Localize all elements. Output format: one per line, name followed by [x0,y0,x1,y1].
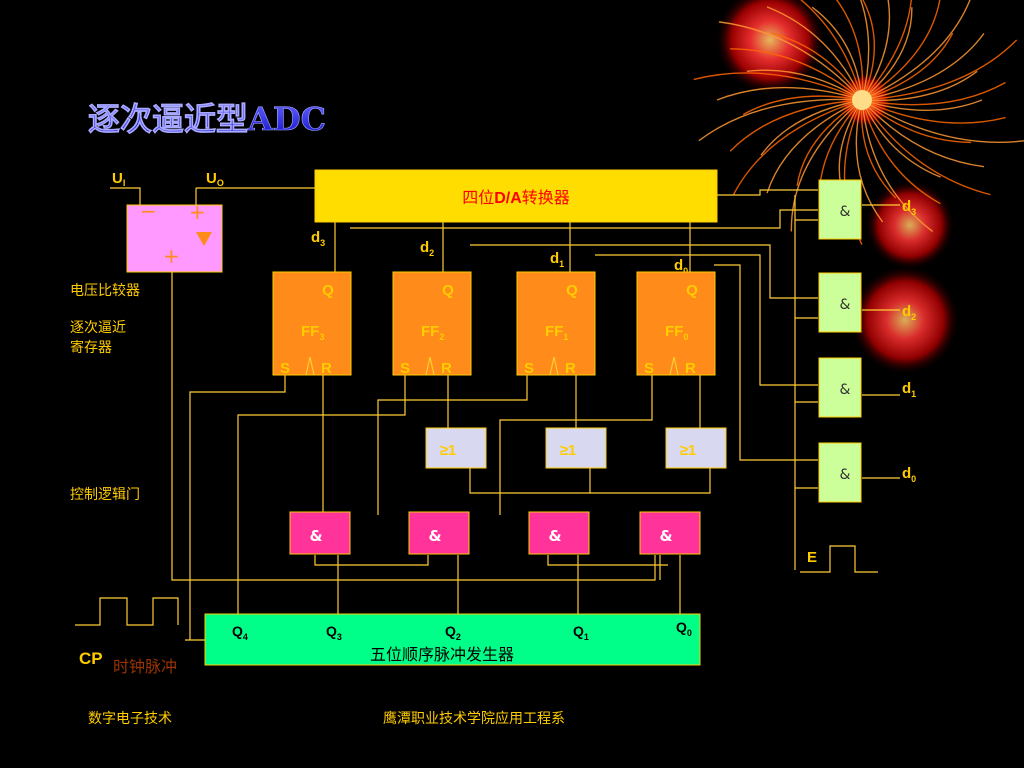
comparator-plus-2: + [163,244,180,268]
comparator-minus: − [140,199,157,223]
flip-flop-q: Q [686,282,698,299]
sequence-generator-block [204,613,701,666]
or-gate-2: ≥1 [545,427,607,469]
firework-decoration [693,0,1024,375]
sequence-output-q2: Q2 [445,623,461,642]
clock-label: 时钟脉冲 [113,657,177,676]
and-gate-label: & [548,527,561,545]
register-label-1: 逐次逼近 [70,320,126,336]
flip-flop-s: S [524,360,534,377]
clock-input-icon [669,356,679,376]
cp-label: CP [79,649,103,668]
logic-label: 控制逻辑门 [70,487,140,503]
or-gate-1: ≥1 [425,427,487,469]
wiring [75,187,900,641]
flip-flop-r: R [685,360,696,377]
output-label-d2: d2 [902,303,916,322]
dac-label: 四位D/A转换器 [462,188,570,207]
flip-flop-s: S [644,360,654,377]
comparator-plus: + [189,200,206,224]
flip-flop-name: FF1 [545,323,568,342]
or-gate-label: ≥1 [680,442,697,459]
and-gate-output-4: & [818,442,862,503]
enable-label: E [807,549,817,566]
flip-flop-q: Q [442,282,454,299]
and-gate-label: & [840,467,851,483]
sequence-output-q3: Q3 [326,623,342,642]
and-gate-output-2: & [818,272,862,333]
and-gate-bottom-3: & [528,511,590,555]
output-label-d3: d3 [902,198,916,217]
and-gate-label: & [428,527,441,545]
uo-label: UO [206,170,224,188]
flip-flop-body [516,271,596,376]
clock-input-icon [425,356,435,376]
or-gate-label: ≥1 [440,442,457,459]
dac-block [314,169,718,223]
flip-flop-name: FF2 [421,323,444,342]
and-gate-output-1: & [818,179,862,240]
flip-flop-r: R [565,360,576,377]
triangle-icon [196,232,212,246]
flip-flop-body [272,271,352,376]
clock-input-icon [549,356,559,376]
flip-flop-q: Q [566,282,578,299]
and-gate-label: & [840,382,851,398]
and-gate-label: & [659,527,672,545]
register-label-2: 寄存器 [70,339,112,356]
flip-flop-body [636,271,716,376]
and-gate-label: & [840,297,851,313]
flip-flop-s: S [400,360,410,377]
and-gate-label: & [840,204,851,220]
flip-flop-name: FF0 [665,323,688,342]
sequence-output-q0: Q0 [676,619,692,638]
dac-output-label-d2: d2 [420,239,434,258]
flip-flop-r: R [321,360,332,377]
and-gate-output-3: & [818,357,862,418]
and-gate-bottom-1: & [289,511,351,555]
flip-flop-name: FF3 [301,323,324,342]
comparator-label: 电压比较器 [70,283,140,299]
ui-label: UI [112,170,125,188]
footer-right: 鹰潭职业技术学院应用工程系 [383,710,565,727]
and-gate-bottom-2: & [408,511,470,555]
flip-flop-r: R [441,360,452,377]
sequence-output-q1: Q1 [573,623,589,642]
flip-flop-body [392,271,472,376]
page-title: 逐次逼近型ADC [88,100,326,138]
dac-output-label-d1: d1 [550,250,564,269]
sequence-generator-label: 五位顺序脉冲发生器 [370,645,514,664]
output-label-d0: d0 [902,465,916,484]
or-gate-3: ≥1 [665,427,727,469]
sequence-output-q4: Q4 [232,623,248,642]
flip-flop-s: S [280,360,290,377]
and-gate-label: & [309,527,322,545]
and-gate-bottom-4: & [639,511,701,555]
or-gate-label: ≥1 [560,442,577,459]
clock-input-icon [305,356,315,376]
dac-output-label-d3: d3 [311,229,325,248]
dac-output-label-d0: d0 [674,257,688,276]
output-label-d1: d1 [902,380,916,399]
flip-flop-q: Q [322,282,334,299]
footer-left: 数字电子技术 [88,711,172,727]
